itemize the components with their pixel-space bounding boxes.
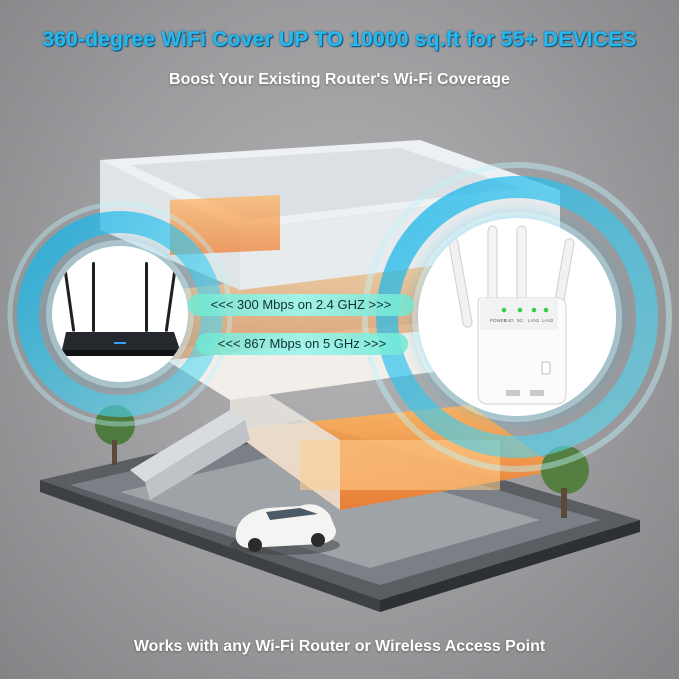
extender-led-label-2g: 2.4G bbox=[504, 318, 514, 323]
speed-label-5ghz: <<< 867 Mbps on 5 GHz >>> bbox=[196, 333, 408, 355]
extender-led-label-5g: 5G bbox=[517, 318, 524, 323]
wifi-coverage-rings bbox=[7, 162, 672, 472]
speed-label-2-4ghz: <<< 300 Mbps on 2.4 GHZ >>> bbox=[188, 294, 414, 316]
router-circle bbox=[52, 246, 188, 382]
extender-circle: POWER 2.4G 5G LAN1 LAN2 bbox=[418, 218, 616, 416]
router-image bbox=[62, 262, 180, 356]
car-image bbox=[230, 504, 340, 555]
extender-led-label-power: POWER bbox=[490, 318, 508, 323]
tree-right bbox=[541, 446, 589, 518]
headline: 360-degree WiFi Cover UP TO 10000 sq.ft … bbox=[42, 28, 637, 51]
staircase bbox=[130, 410, 250, 500]
wifi-extender-image: POWER 2.4G 5G LAN1 LAN2 bbox=[448, 225, 575, 405]
extender-led-label-lan1: LAN1 bbox=[528, 318, 540, 323]
subheadline: Boost Your Existing Router's Wi-Fi Cover… bbox=[169, 71, 510, 88]
footer-text: Works with any Wi-Fi Router or Wireless … bbox=[133, 638, 546, 655]
extender-led-label-lan2: LAN2 bbox=[542, 318, 554, 323]
